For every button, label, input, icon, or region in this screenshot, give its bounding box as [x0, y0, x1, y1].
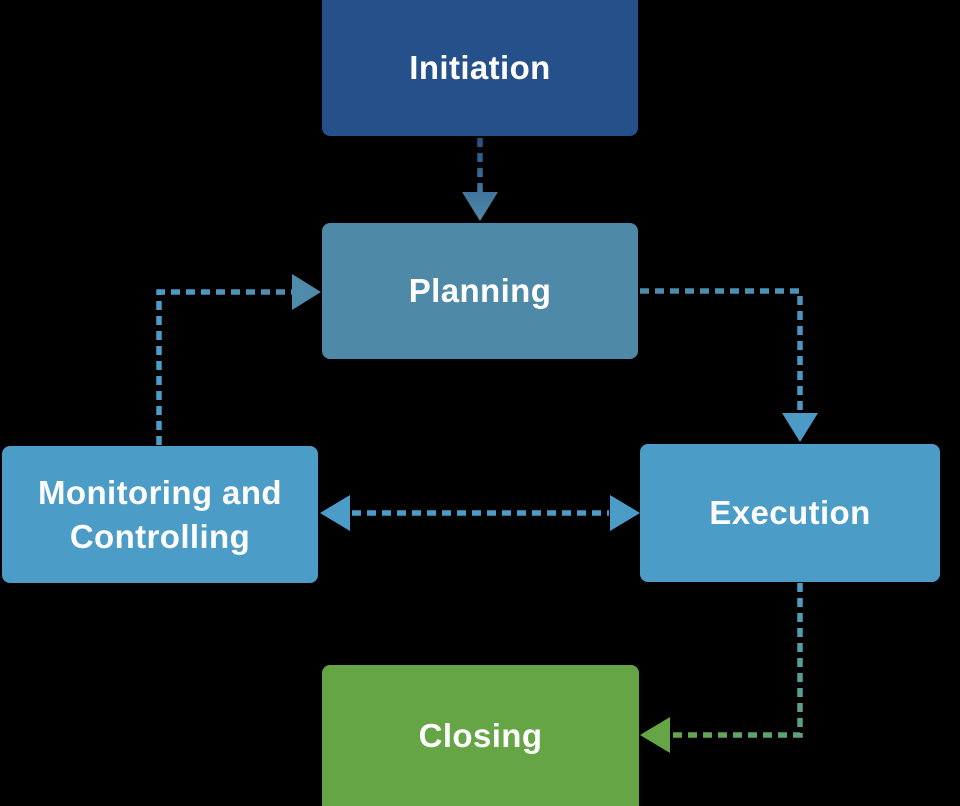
node-monitoring-and-controlling-label: Monitoring and Controlling: [38, 473, 282, 555]
arrowhead-into-execution-top-icon: [782, 413, 818, 442]
arrowhead-into-execution-left-icon: [610, 495, 640, 531]
node-execution: Execution: [640, 444, 940, 582]
arrowhead-into-planning-left-icon: [292, 274, 321, 310]
node-monitoring-and-controlling: Monitoring and Controlling: [2, 446, 318, 583]
node-initiation: Initiation: [322, 0, 638, 136]
node-closing-label: Closing: [418, 716, 543, 754]
arrowhead-into-planning-top-icon: [462, 192, 498, 221]
node-closing: Closing: [322, 665, 639, 806]
node-planning-label: Planning: [408, 272, 552, 310]
node-planning: Planning: [322, 223, 638, 359]
connector-planning-to-execution: [640, 288, 803, 413]
connector-monitoring-to-planning: [156, 289, 293, 445]
arrowhead-into-closing-icon: [640, 717, 670, 753]
arrowhead-into-monitoring-icon: [320, 495, 350, 531]
connector-execution-to-closing: [671, 583, 803, 738]
node-execution-label: Execution: [709, 494, 871, 532]
node-initiation-label: Initiation: [409, 49, 551, 87]
